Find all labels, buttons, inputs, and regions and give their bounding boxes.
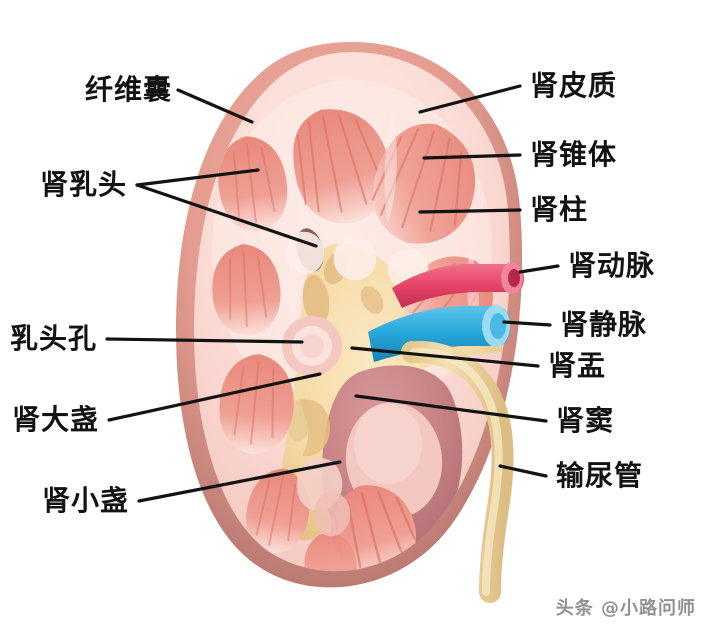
renal-pyramid	[304, 532, 357, 572]
leader-renal-pelvis	[350, 346, 540, 368]
ureter	[401, 340, 514, 603]
renal-pyramid	[219, 354, 294, 454]
leader-papillary-foramen	[105, 337, 304, 344]
label-ureter: 输尿管	[556, 459, 644, 492]
leader-renal-vein	[502, 320, 552, 327]
papillary-foramen-center	[300, 334, 324, 358]
label-renal-sinus: 肾窦	[556, 404, 615, 437]
leader-renal-cortex	[418, 84, 522, 114]
label-minor-calyx: 肾小盏	[42, 484, 130, 517]
renal-artery-shape	[392, 263, 524, 308]
sinus-lobule	[302, 275, 330, 325]
ureter-highlight	[410, 347, 503, 596]
renal-artery	[392, 262, 524, 308]
label-renal-pelvis: 肾盂	[548, 349, 607, 382]
label-renal-vein: 肾静脉	[560, 308, 648, 341]
label-major-calyx: 肾大盏	[12, 403, 100, 436]
sinus-lobule	[360, 286, 384, 314]
major-calyx-shape	[300, 399, 330, 457]
leader-renal-sinus	[354, 394, 548, 423]
leader-lines	[105, 84, 560, 503]
label-fibrous-capsule: 纤维囊	[85, 73, 173, 106]
leader-major-calyx	[107, 372, 322, 422]
renal-vein-lumen	[490, 313, 506, 339]
renal-pyramid	[218, 136, 288, 232]
leader-renal-pyramid	[422, 153, 522, 160]
minor-calyx	[313, 492, 351, 537]
renal-pyramid	[293, 109, 391, 224]
renal-pyramid	[246, 468, 310, 554]
label-renal-cortex: 肾皮质	[530, 69, 618, 102]
label-renal-column: 肾柱	[530, 193, 589, 226]
leader-renal-papilla-a	[135, 168, 260, 187]
label-renal-artery: 肾动脉	[568, 249, 656, 282]
leader-minor-calyx	[137, 460, 342, 503]
renal-artery-lumen	[508, 269, 520, 287]
minor-calyx	[333, 237, 377, 281]
leader-ureter	[498, 464, 548, 478]
leader-renal-papilla-b	[135, 183, 318, 248]
renal-pyramid	[212, 244, 281, 336]
label-renal-pyramid: 肾锥体	[530, 138, 618, 171]
watermark: 头条 @小路问师	[555, 598, 696, 619]
label-papillary-foramen: 乳头孔	[10, 322, 98, 355]
leader-renal-artery	[518, 264, 560, 274]
renal-column	[288, 230, 298, 324]
leader-fibrous-capsule	[176, 88, 254, 124]
renal-column	[384, 110, 397, 224]
label-renal-papilla: 肾乳头	[40, 168, 128, 201]
leader-renal-column	[418, 208, 522, 214]
renal-pelvis-lumen-highlight	[354, 404, 422, 484]
